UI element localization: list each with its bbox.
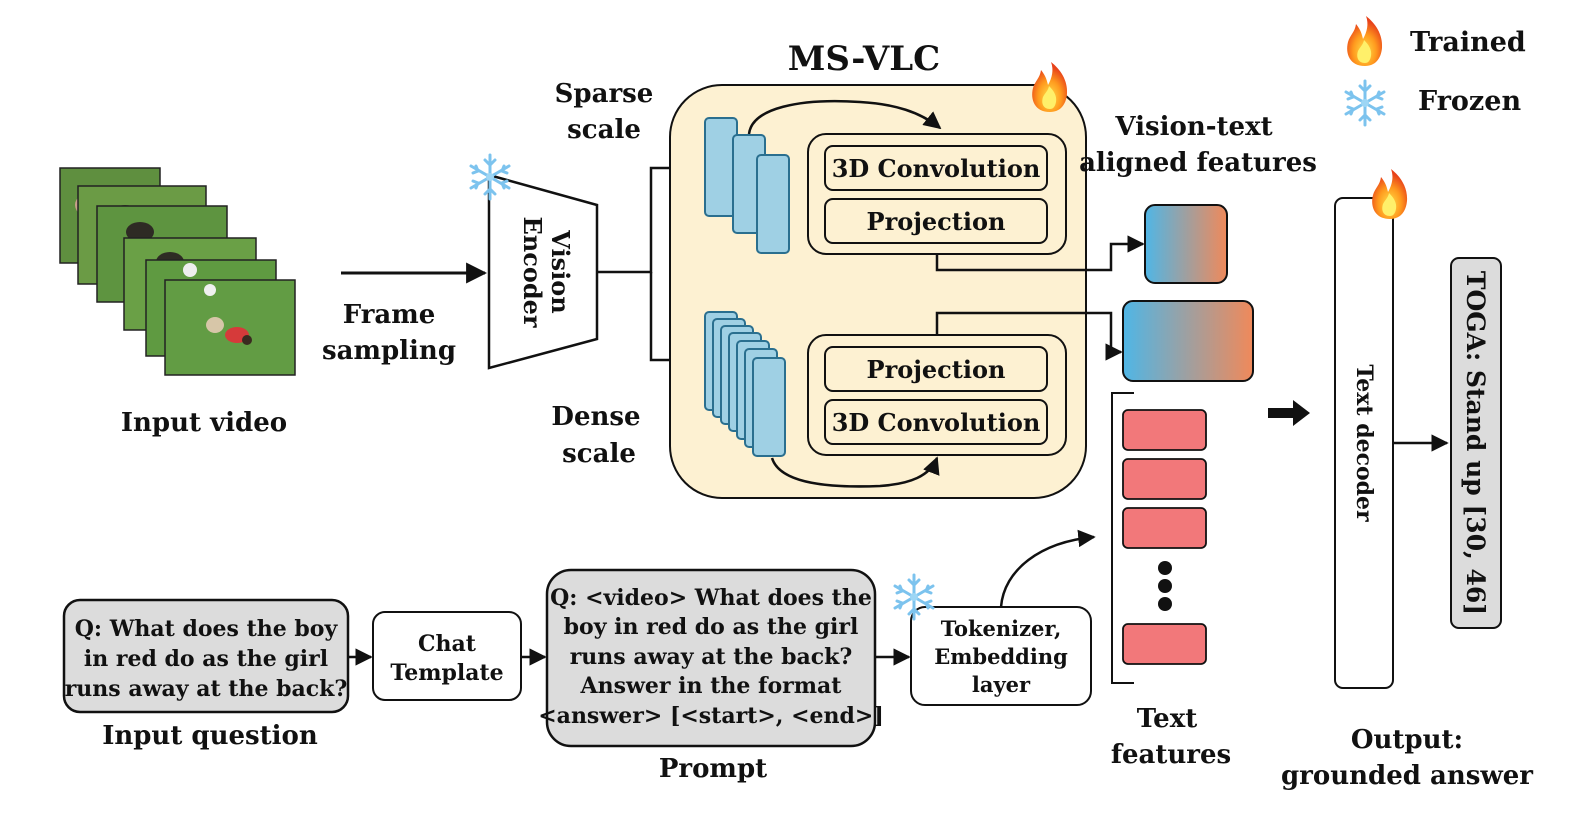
fire-icon	[1032, 62, 1068, 112]
grounded-answer-box: TOGA: Stand up [30, 46]	[1450, 257, 1502, 629]
tokenizer-box: Tokenizer, Embedding layer	[910, 606, 1092, 706]
output-label-1: Output:	[1351, 725, 1463, 755]
chat-template-line-2: Template	[390, 660, 503, 686]
text-decoder-label: Text decoder	[1351, 364, 1377, 522]
conv3d-label: 3D Convolution	[832, 154, 1041, 183]
tokenizer-line-2: Embedding	[934, 644, 1068, 669]
sparse-scale-label-2: scale	[567, 115, 641, 145]
frame-sampling-label-1: Frame	[343, 300, 436, 330]
vision-text-label-2: aligned features	[1079, 148, 1317, 178]
text-token	[1122, 409, 1207, 451]
text-token	[1122, 507, 1207, 549]
input-question-line-2: in red do as the girl	[84, 646, 328, 672]
feature-frame	[756, 154, 790, 254]
input-question-label: Input question	[102, 721, 318, 751]
prompt-label: Prompt	[659, 754, 767, 784]
fire-icon	[1372, 169, 1408, 219]
frame-sampling-label-2: sampling	[322, 336, 456, 366]
projection-label: Projection	[867, 207, 1006, 236]
prompt-line-5: <answer> [<start>, <end>]	[538, 703, 884, 729]
conv3d-label: 3D Convolution	[832, 408, 1041, 437]
conv3d-box	[824, 145, 1048, 191]
legend: Trained Frozen	[1344, 16, 1526, 127]
text-features-label-1: Text	[1137, 704, 1197, 734]
projection-label: Projection	[867, 355, 1006, 384]
vision-text-label-1: Vision-text	[1114, 112, 1272, 142]
text-token	[1122, 623, 1207, 665]
input-video-label: Input video	[121, 408, 287, 438]
ellipsis-dot	[1158, 561, 1172, 575]
input-question-box: Q: What does the boy in red do as the gi…	[62, 598, 350, 714]
diagram-title: MS-VLC	[788, 39, 940, 79]
sparse-scale-label-1: Sparse	[555, 79, 654, 109]
ellipsis-dot	[1158, 579, 1172, 593]
chat-template-box: Chat Template	[372, 611, 522, 701]
prompt-line-1: Q: <video> What does the	[550, 585, 872, 611]
dense-module: Projection 3D Convolution	[807, 334, 1067, 456]
prompt-line-2: boy in red do as the girl	[564, 614, 859, 640]
grounded-answer-text: TOGA: Stand up [30, 46]	[1461, 271, 1490, 615]
aligned-feature-sparse	[1144, 204, 1228, 284]
chat-template-line-1: Chat	[418, 631, 477, 657]
text-token	[1122, 458, 1207, 500]
sparse-module: 3D Convolution Projection	[807, 133, 1067, 255]
dense-scale-label-1: Dense	[551, 402, 640, 432]
tokenizer-line-3: layer	[972, 672, 1031, 697]
text-decoder: Text decoder	[1334, 197, 1394, 689]
thick-arrow-icon	[1268, 400, 1310, 426]
vision-encoder: Vision Encoder	[487, 173, 599, 370]
snowflake-icon	[1344, 79, 1386, 127]
aligned-feature-dense	[1122, 300, 1254, 382]
video-frame	[164, 279, 296, 376]
input-question-line-3: runs away at the back?	[65, 676, 348, 702]
vision-encoder-label-1: Vision	[546, 229, 575, 313]
text-features-label-2: features	[1111, 740, 1231, 770]
feature-frame	[752, 357, 786, 457]
input-question-line-1: Q: What does the boy	[75, 616, 339, 642]
sparse-frame-stack	[704, 117, 790, 254]
ellipsis-dot	[1158, 597, 1172, 611]
input-video-frames	[59, 167, 296, 376]
prompt-box: Q: <video> What does the boy in red do a…	[538, 568, 884, 748]
prompt-line-4: Answer in the format	[580, 673, 843, 699]
vision-encoder-label-2: Encoder	[518, 216, 547, 327]
projection-box	[824, 198, 1048, 244]
conv3d-box	[824, 399, 1048, 445]
text-feature-tokens	[1122, 409, 1207, 665]
prompt-line-3: runs away at the back?	[570, 644, 853, 670]
legend-frozen-label: Frozen	[1418, 86, 1521, 117]
projection-box	[824, 346, 1048, 392]
dense-scale-label-2: scale	[562, 439, 636, 469]
tokenizer-line-1: Tokenizer,	[941, 616, 1062, 641]
output-label-2: grounded answer	[1281, 761, 1533, 791]
dense-frame-stack	[704, 311, 786, 457]
legend-trained-label: Trained	[1410, 27, 1526, 58]
fire-icon	[1347, 16, 1383, 66]
